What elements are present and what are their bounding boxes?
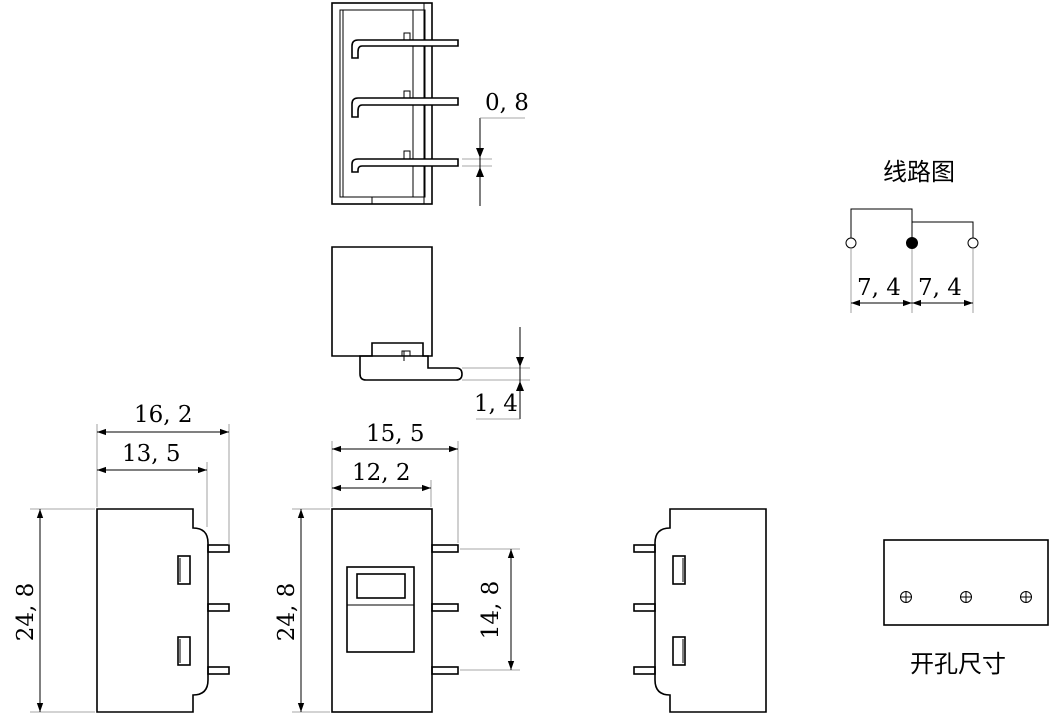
dim-pin-thickness: 0, 8 [462, 90, 529, 206]
front-view-right [633, 508, 767, 713]
circuit-diagram: 线路图 7, 4 7, 4 [845, 158, 979, 313]
terminal-right [967, 237, 979, 249]
hole-2 [960, 591, 972, 603]
top-view [331, 2, 459, 205]
dim-height-middle: 24, 8 [274, 508, 330, 713]
top-view-pin-3 [351, 150, 459, 173]
dim-text-width-middle: 15, 5 [366, 421, 425, 447]
dim-pin-span: 14, 8 [460, 548, 520, 671]
dim-pin-offset: 1, 4 [462, 327, 530, 420]
terminal-common [906, 237, 918, 249]
dim-text-height-left: 24, 8 [13, 583, 39, 642]
top-view-pin-1 [351, 32, 459, 59]
terminal-left [845, 237, 857, 249]
dim-width-left: 16, 2 13, 5 [96, 402, 230, 545]
dim-text-pin-offset: 1, 4 [474, 391, 518, 417]
front-view-middle [331, 508, 459, 713]
dim-text-pin-span: 14, 8 [478, 581, 504, 640]
side-view [331, 246, 463, 381]
hole-1 [900, 591, 912, 603]
hole-layout: 开孔尺寸 [883, 539, 1049, 678]
dim-text-height-middle: 24, 8 [274, 583, 300, 642]
hole-3 [1020, 591, 1032, 603]
dim-width-middle: 15, 5 12, 2 [331, 421, 459, 543]
dim-text-pitch-left: 7, 4 [857, 275, 901, 301]
front-view-left [96, 508, 230, 713]
dim-text-width-middle-inner: 12, 2 [352, 460, 411, 486]
circuit-title: 线路图 [883, 158, 955, 186]
dim-text-width-left-inner: 13, 5 [122, 441, 181, 467]
hole-title: 开孔尺寸 [910, 650, 1006, 678]
dim-text-pitch-right: 7, 4 [918, 275, 962, 301]
dim-height-left: 24, 8 [13, 508, 95, 713]
dim-text-width-left: 16, 2 [134, 402, 193, 428]
top-view-pin-2 [351, 90, 459, 118]
dim-text-pin-thickness: 0, 8 [485, 90, 529, 116]
